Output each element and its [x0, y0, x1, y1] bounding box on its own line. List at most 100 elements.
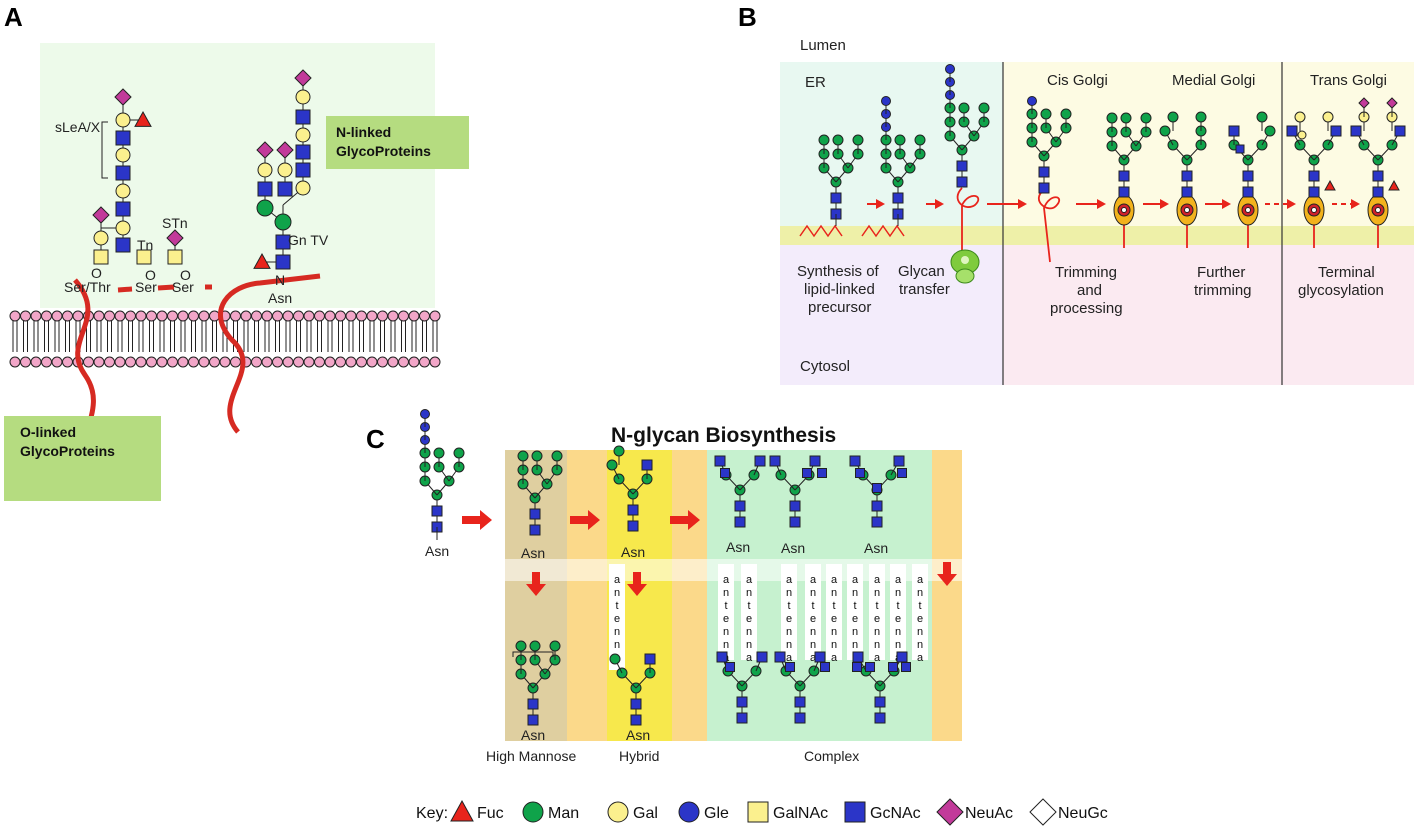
- asn-label: Asn: [726, 539, 750, 555]
- panel-b-glycans: [799, 64, 1406, 263]
- mannose-circle: [914, 134, 926, 146]
- ser-thr-label: Ser/Thr: [64, 279, 111, 295]
- glcnac-square: [115, 165, 131, 181]
- neuac-diamond: [1386, 97, 1398, 109]
- glcnac-square: [893, 455, 905, 467]
- step-synthesis-label: lipid-linked: [804, 281, 875, 298]
- antenna-letter: a: [874, 574, 881, 586]
- step-transfer-label: Glycan: [898, 263, 945, 280]
- lipid-head: [408, 356, 420, 368]
- antenna-letter: n: [831, 587, 837, 599]
- galactose-circle: [115, 220, 131, 236]
- lipid-head: [272, 356, 283, 368]
- o-site-label: O: [145, 267, 156, 283]
- glcnac-square: [852, 662, 862, 672]
- mannose-circle: [433, 447, 445, 459]
- glcnac-square: [1394, 125, 1406, 137]
- lipid-head: [20, 356, 31, 368]
- protein-chain: [956, 187, 980, 255]
- transition-column: [567, 450, 607, 741]
- glcnac-square: [1330, 125, 1342, 137]
- lipid-head: [240, 310, 252, 322]
- legend-label: NeuGc: [1058, 805, 1108, 822]
- lipid-head: [177, 356, 189, 368]
- mannose-circle: [1120, 112, 1132, 124]
- lipid-head: [30, 310, 42, 322]
- lipid-head: [261, 356, 273, 368]
- lipid-head: [408, 310, 420, 322]
- mannose-circle: [515, 640, 527, 652]
- glcnac-square: [627, 520, 639, 532]
- lipid-head: [377, 356, 388, 368]
- glcnac-square: [817, 468, 827, 478]
- glycan-transfer-enzyme: [950, 249, 980, 284]
- mannose-circle: [256, 199, 274, 217]
- transition-column: [672, 450, 707, 741]
- lipid-head: [146, 356, 157, 368]
- glcnac-square: [277, 181, 293, 197]
- asn-label: Asn: [781, 540, 805, 556]
- glcnac-square: [794, 712, 806, 724]
- stn-label: STn: [162, 215, 188, 231]
- glcnac-square: [115, 130, 131, 146]
- antenna-letter: n: [831, 639, 837, 651]
- antenna-letter: n: [746, 639, 752, 651]
- asn-label: Asn: [864, 540, 888, 556]
- glcnac-square: [769, 455, 781, 467]
- glcnac-square: [1181, 186, 1193, 198]
- lipid-head: [104, 356, 115, 368]
- lipid-head: [429, 356, 441, 368]
- glcnac-square: [275, 234, 291, 250]
- lipid-head: [282, 356, 294, 368]
- mannose-circle: [609, 653, 621, 665]
- legend-title: Key:: [416, 805, 448, 822]
- lipid-head: [156, 310, 168, 322]
- glucose-circle: [881, 96, 891, 106]
- mannose-circle: [549, 640, 561, 652]
- mannose-circle: [606, 459, 618, 471]
- lipid-head: [303, 356, 315, 368]
- fucose-triangle: [253, 252, 271, 269]
- lipid-head: [419, 356, 430, 368]
- antenna-letter: n: [810, 639, 816, 651]
- glcnac-square: [888, 662, 898, 672]
- legend-swatch-gle: [678, 801, 700, 823]
- glcnac-square: [734, 516, 746, 528]
- glcnac-square: [789, 516, 801, 528]
- glcnac-square: [1350, 125, 1362, 137]
- golgi-lumen-region: [1003, 62, 1414, 226]
- branch-bracket: [512, 651, 554, 657]
- lipid-head: [230, 356, 241, 368]
- glcnac-square: [809, 455, 821, 467]
- antenna-letter: a: [917, 574, 924, 586]
- lipid-head: [251, 310, 262, 322]
- glcnac-square: [871, 500, 883, 512]
- antenna-letter: n: [895, 639, 901, 651]
- antenna-letter: n: [917, 587, 923, 599]
- o-site-label: O: [180, 267, 191, 283]
- gntv-label: Gn TV: [288, 232, 329, 248]
- antenna-letter: n: [810, 626, 816, 638]
- step-trimming-label: processing: [1050, 300, 1123, 317]
- galactose-circle: [115, 183, 131, 199]
- mannose-circle: [613, 445, 625, 457]
- glcnac-square: [897, 468, 907, 478]
- legend-label: Gal: [633, 805, 658, 822]
- asn-label: Asn: [626, 727, 650, 743]
- compartment-trans-golgi: Trans Golgi: [1310, 72, 1387, 89]
- glcnac-square: [789, 500, 801, 512]
- lipid-head: [261, 310, 273, 322]
- mannose-circle: [1256, 111, 1268, 123]
- glcnac-square: [1242, 170, 1254, 182]
- process-arrowhead: [1160, 199, 1169, 209]
- lipid-head: [209, 356, 220, 368]
- antenna-letter: e: [852, 613, 858, 625]
- legend-label: GalNAc: [773, 805, 828, 822]
- lipid-head: [62, 356, 73, 368]
- fucose-triangle: [1388, 179, 1400, 191]
- glcnac-square: [641, 459, 653, 471]
- lipid-head: [41, 310, 52, 322]
- antenna-letter: n: [895, 626, 901, 638]
- mannose-circle: [453, 447, 465, 459]
